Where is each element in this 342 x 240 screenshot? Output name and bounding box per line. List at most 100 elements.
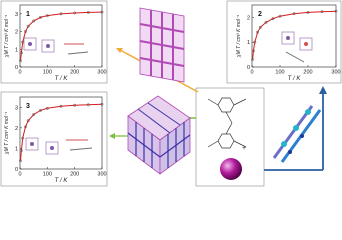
chain-backbone (272, 105, 314, 159)
inset-shape (281, 31, 295, 45)
y-tick-label: 1 (15, 47, 18, 53)
x-tick-label: 0 (18, 172, 21, 178)
inset-shape (45, 141, 59, 155)
inset-shape (46, 44, 50, 48)
plus-sign: + (242, 145, 246, 152)
ligand-bond (225, 111, 233, 124)
y-tick-label: 3 (15, 12, 18, 18)
framework-3-bar (127, 132, 161, 158)
data-point (100, 102, 104, 106)
framework-3-bar (159, 134, 191, 158)
x-tick-label: 0 (250, 70, 253, 76)
x-tick-label: 100 (43, 172, 52, 178)
data-point (32, 113, 36, 116)
y-tick-label: 3 (15, 105, 18, 111)
ligand-bond (233, 140, 247, 148)
inset-shape (30, 142, 34, 146)
chain-node (288, 150, 292, 154)
x-tick-label: 200 (303, 70, 312, 76)
x-tick-label: 100 (43, 70, 52, 76)
data-point (19, 51, 23, 55)
inset-3 (25, 137, 93, 155)
series-line (20, 103, 103, 161)
data-point (253, 40, 257, 44)
panel-2-frame (226, 0, 342, 84)
y-tick-label: 2 (15, 126, 18, 132)
inset-2 (281, 31, 313, 63)
series-line (252, 10, 337, 60)
data-point (258, 25, 262, 29)
data-point (271, 17, 275, 21)
chain-node (305, 109, 311, 115)
inset-shape (25, 137, 39, 151)
data-point (278, 14, 282, 18)
inset-shape (299, 37, 313, 51)
x-tick-label: 0 (18, 70, 21, 76)
inset-shape (50, 146, 54, 150)
y-axis-label: χM T / cm³ K mol⁻¹ (4, 112, 10, 156)
chain-structure-2 (272, 105, 322, 163)
data-point (19, 149, 23, 152)
y-axis-label: χM T / cm³ K mol⁻¹ (236, 15, 242, 59)
figure: + (0, 0, 342, 187)
chart-axes-box (251, 4, 337, 68)
data-point (334, 9, 338, 13)
ligand-bond (207, 140, 219, 148)
inset-shape (285, 51, 305, 63)
y-tick-label: 0 (15, 65, 18, 71)
data-point (24, 125, 27, 129)
data-point (320, 10, 324, 14)
x-axis-label: T / K (288, 76, 302, 82)
x-axis-label: T / K (55, 178, 69, 184)
data-point (19, 159, 22, 163)
x-tick-label: 300 (97, 70, 106, 76)
data-point (26, 24, 30, 28)
series-line (20, 11, 103, 61)
chain-node (281, 141, 287, 147)
data-point (39, 108, 42, 112)
y-tick-label: 1 (15, 146, 18, 152)
x-tick-label: 100 (275, 70, 284, 76)
data-point (59, 104, 63, 108)
data-point (264, 20, 268, 24)
chart-axes-box (19, 4, 103, 68)
arrow-head-chart-2 (319, 86, 327, 94)
arrow-head-chart-3 (109, 133, 115, 139)
data-point (251, 49, 255, 53)
ligand-bond (225, 122, 233, 135)
inset-shape (67, 51, 89, 55)
compound-number: 1 (26, 11, 30, 18)
x-tick-label: 200 (70, 172, 79, 178)
inset-1 (23, 37, 89, 55)
data-point (86, 10, 90, 14)
inset-shape (304, 42, 308, 46)
data-point (26, 119, 30, 123)
inset-structures (23, 31, 313, 155)
data-point (59, 12, 63, 16)
data-point (19, 59, 22, 63)
arrow-head-framework-1 (116, 48, 123, 53)
compound-number: 2 (258, 11, 262, 18)
y-tick-label: 2 (247, 15, 250, 21)
y-tick-label: 1 (247, 40, 250, 46)
chart-1: 0 100 200 300 0 1 2 3 T / K χM T / cm³ K mol⁻¹ 1 (4, 4, 107, 82)
framework-3-bar (137, 108, 171, 134)
data-point (256, 30, 260, 34)
chart-axes-box (19, 96, 103, 170)
data-point (21, 136, 25, 140)
y-tick-label: 0 (15, 167, 18, 173)
x-tick-label: 200 (70, 70, 79, 76)
y-tick-label: 2 (15, 30, 18, 36)
x-axis-label: T / K (55, 76, 69, 82)
data-point (86, 103, 90, 107)
data-point (73, 103, 77, 107)
ligand-bond (233, 98, 247, 106)
y-axis-label: χM T / cm³ K mol⁻¹ (4, 15, 10, 59)
data-point (251, 58, 255, 62)
framework-3-bar (147, 102, 181, 126)
data-point (73, 11, 77, 15)
data-point (24, 30, 27, 34)
framework-1-grid (139, 7, 185, 83)
